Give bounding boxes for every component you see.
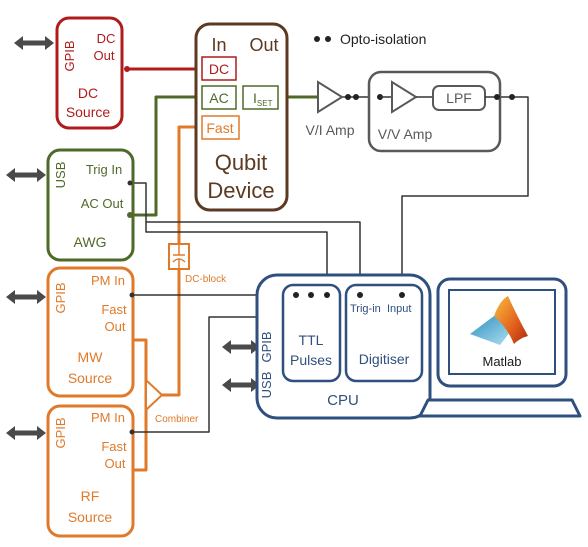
digitiser-input-dot: [399, 292, 405, 298]
qubit-fast-port[interactable]: [201, 115, 240, 140]
rf-fast-label-2: Out: [105, 456, 126, 471]
awg[interactable]: USB Trig In AC Out AWG: [46, 148, 135, 262]
vv-box-out-dot: [494, 94, 500, 100]
rf-name-1: RF: [81, 488, 100, 504]
cpu-gpib-arrow-icon: [222, 340, 260, 354]
vv-amp-label: V/V Amp: [378, 126, 433, 142]
cpu-usb-arrow-icon: [222, 378, 260, 392]
lpf-label: LPF: [446, 90, 472, 106]
dc-source-name-1: DC: [78, 85, 98, 101]
ttl-pulses[interactable]: TTL Pulses: [281, 283, 342, 383]
matlab-label: Matlab: [482, 354, 521, 369]
ttl-label-2: Pulses: [290, 352, 332, 368]
rf-pm-in-label: PM In: [91, 410, 125, 425]
cpu-usb-port: USB: [259, 372, 274, 399]
lpf-out-dot: [509, 94, 515, 100]
legend: Opto-isolation: [314, 31, 426, 47]
awg-trig-connector[interactable]: [127, 180, 133, 186]
combiner[interactable]: Combiner: [145, 377, 199, 425]
iset-main: I: [253, 90, 257, 106]
mw-fast-label-2: Out: [105, 319, 126, 334]
mw-pm-in-label: PM In: [91, 273, 125, 288]
qubit-in-label: In: [211, 35, 226, 55]
qubit-out-label: Out: [249, 35, 278, 55]
mw-fast-label-1: Fast: [101, 302, 127, 317]
legend-label: Opto-isolation: [340, 31, 426, 47]
rf-pm-in-connector[interactable]: [129, 429, 135, 435]
awg-port: USB: [53, 162, 68, 189]
qubit-iset-port[interactable]: [242, 85, 279, 110]
qubit-name-1: Qubit: [215, 150, 268, 175]
opto-dot-2: [325, 36, 331, 42]
monitor[interactable]: Matlab: [418, 277, 582, 418]
mw-source[interactable]: GPIB PM In Fast Out MW Source: [46, 266, 135, 398]
rf-source[interactable]: GPIB PM In Fast Out RF Source: [46, 404, 135, 538]
dc-block[interactable]: DC-block: [168, 243, 227, 285]
qubit-fast-label: Fast: [206, 120, 233, 136]
mw-name-2: Source: [68, 370, 113, 386]
qubit-iset-label: ISET: [253, 90, 273, 108]
ttl-in-dot-3: [324, 292, 330, 298]
vv-amp-triangle-icon: [391, 80, 418, 114]
digitiser-trig-dot: [357, 292, 363, 298]
opto-dot-1: [314, 36, 320, 42]
lpf-block[interactable]: [432, 85, 486, 111]
qubit-dc-port[interactable]: [201, 56, 237, 81]
ttl-in-dot-1: [293, 292, 299, 298]
ttl-in-dot-2: [308, 292, 314, 298]
digitiser-input-label: Input: [387, 303, 411, 315]
awg-name: AWG: [74, 234, 107, 250]
cpu-name: CPU: [327, 392, 359, 409]
awg-ac-out-label: AC Out: [81, 196, 124, 211]
dc-out-connector[interactable]: [124, 66, 130, 72]
qubit-name-2: Device: [207, 178, 274, 203]
io-arrows: [6, 36, 260, 440]
cpu-gpib-port: GPIB: [259, 331, 274, 362]
rf-gpib-arrow-icon: [6, 426, 46, 440]
qubit-ac-label: AC: [209, 90, 228, 106]
digitiser-trig-label: Trig-in: [350, 303, 381, 315]
vi-amp-label: V/I Amp: [305, 122, 354, 138]
qubit-ac-port[interactable]: [201, 85, 237, 110]
lpf-digitiser-wire: [401, 96, 529, 295]
dc-source-port: GPIB: [62, 40, 77, 71]
dc-source-name-2: Source: [66, 104, 111, 120]
digitiser[interactable]: Trig-in Input Digitiser: [344, 283, 424, 383]
qubit-device[interactable]: In Out DC AC Fast ISET Qubit Device: [194, 22, 289, 212]
vv-in-dot: [353, 94, 359, 100]
qubit-dc-label: DC: [209, 61, 229, 77]
rf-name-2: Source: [68, 509, 113, 525]
awg-trig-in-label: Trig In: [86, 162, 122, 177]
matlab-logo-icon: [470, 296, 528, 345]
digitiser-label: Digitiser: [359, 351, 410, 367]
dc-source[interactable]: GPIB DC Out DC Source: [55, 16, 130, 130]
mw-name-1: MW: [78, 349, 104, 365]
cpu[interactable]: GPIB USB CPU TTL Pulses Trig-in Input Di…: [255, 273, 432, 420]
dc-out-label-1: DC: [97, 31, 116, 46]
dc-gpib-arrow-icon: [14, 36, 54, 50]
keyboard-icon: [418, 398, 582, 418]
iset-sub: SET: [257, 99, 273, 108]
dc-out-label-2: Out: [94, 48, 115, 63]
combiner-label: Combiner: [155, 414, 199, 425]
ttl-awg-wire: [145, 222, 328, 295]
ttl-label-1: TTL: [299, 332, 324, 348]
rf-port: GPIB: [53, 417, 68, 448]
mw-gpib-arrow-icon: [6, 290, 46, 304]
vi-amp-triangle-icon: [317, 80, 344, 114]
vi-amp[interactable]: V/I Amp: [305, 80, 355, 138]
mw-port: GPIB: [53, 282, 68, 313]
rf-fast-label-1: Fast: [101, 439, 127, 454]
vi-out-dot: [345, 94, 351, 100]
awg-usb-arrow-icon: [6, 168, 46, 182]
mw-pm-in-connector[interactable]: [129, 292, 135, 298]
dc-block-label: DC-block: [185, 274, 227, 285]
awg-ac-out-connector[interactable]: [127, 212, 133, 218]
combiner-icon: [145, 377, 164, 413]
ac-wire: [130, 95, 202, 217]
vv-amp-box[interactable]: LPF V/V Amp: [367, 70, 502, 153]
